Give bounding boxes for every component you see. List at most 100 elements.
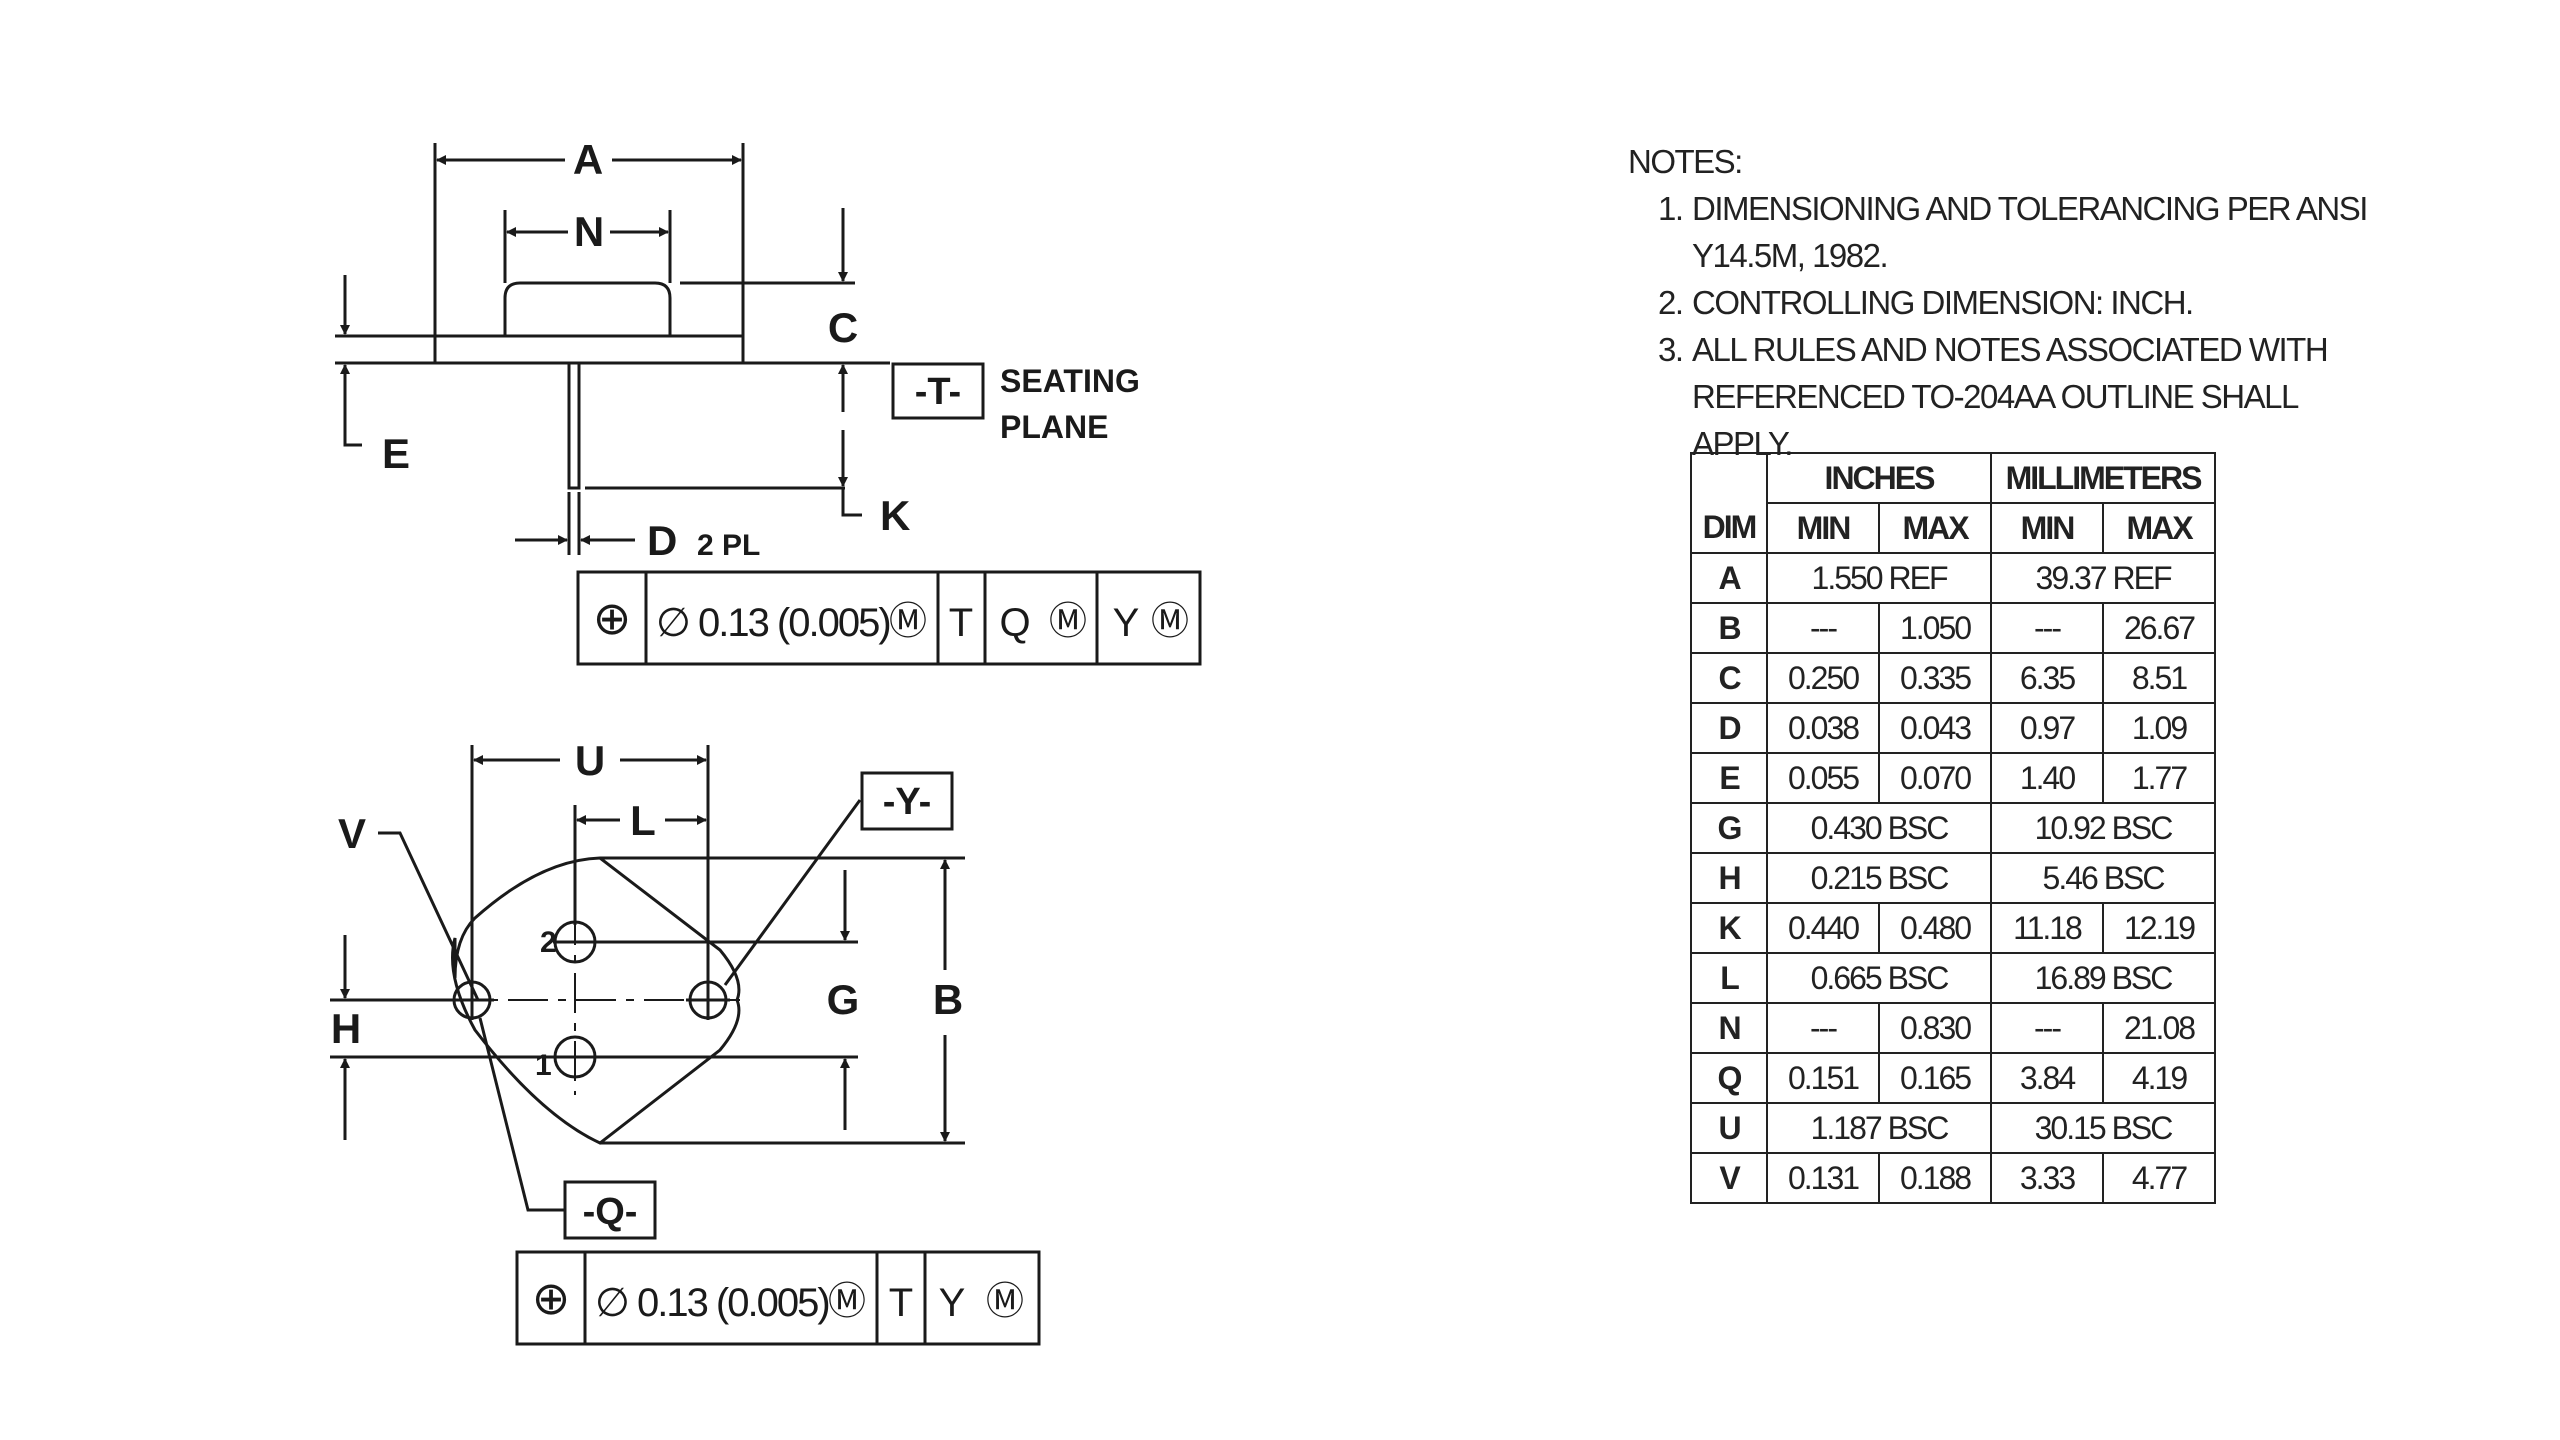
table-cell: 11.18 [1990,902,2104,954]
table-cell: V [1690,1152,1768,1204]
table-cell: 1.187 BSC [1766,1102,1992,1154]
table-cell: L [1690,952,1768,1004]
seating-label: SEATING [1000,363,1140,399]
mmc-modifier-icon: Ⓜ [828,1281,866,1323]
position-symbol-icon: ⊕ [593,592,632,644]
pin-outline [567,361,581,490]
datum-t-box [891,362,985,420]
label-k: K [880,492,910,539]
header-dim: DIM [1690,503,1768,554]
note-text: DIMENSIONING AND TOLERANCING PER ANSI [1692,190,2368,227]
table-cell: 4.77 [2102,1152,2216,1204]
datum-ref-q: Q [999,601,1030,645]
tolerance-frame-top: ⊕ ∅ 0.13 (0.005) Ⓜ T Y Ⓜ [515,1250,1041,1346]
table-cell: H [1690,852,1768,904]
mmc-modifier-icon: Ⓜ [986,1281,1024,1323]
tolerance-value: ∅ 0.13 (0.005) [656,601,890,645]
table-cell: 26.67 [2102,602,2216,654]
notes-block: NOTES: 1.DIMENSIONING AND TOLERANCING PE… [1628,138,2388,467]
datum-ref-y: Y [939,1281,966,1325]
table-cell: 0.165 [1878,1052,1992,1104]
table-cell: 30.15 BSC [1990,1102,2216,1154]
header-millimeters: MILLIMETERS [1990,452,2216,504]
table-cell: A [1690,552,1768,604]
table-cell: 10.92 BSC [1990,802,2216,854]
dimension-table: INCHES MILLIMETERS DIM MIN MAX MIN MAX A… [1690,452,2216,1204]
mmc-modifier-icon: Ⓜ [889,601,927,643]
table-cell: N [1690,1002,1768,1054]
table-cell: 6.35 [1990,652,2104,704]
datum-y-box [860,771,954,831]
table-cell: 0.188 [1878,1152,1992,1204]
table-cell: 0.440 [1766,902,1880,954]
table-cell: 0.151 [1766,1052,1880,1104]
mmc-modifier-icon: Ⓜ [1049,601,1087,643]
table-cell: 0.335 [1878,652,1992,704]
label-c: C [828,304,858,351]
pin-1-label: 1 [535,1049,552,1082]
label-n: N [574,208,604,255]
datum-ref-t: T [889,1281,913,1325]
table-cell: 0.131 [1766,1152,1880,1204]
package-drawing: A N C K E D 2 PL -T- SEATING PLANE [330,136,1202,1346]
table-cell: 1.77 [2102,752,2216,804]
table-cell: 16.89 BSC [1990,952,2216,1004]
table-cell: 1.40 [1990,752,2104,804]
table-cell: B [1690,602,1768,654]
table-cell: 0.215 BSC [1766,852,1992,904]
label-l: L [630,797,656,844]
pin-2-label: 2 [540,926,557,959]
table-cell: 0.665 BSC [1766,952,1992,1004]
table-cell: U [1690,1102,1768,1154]
table-row: B---1.050---26.67 [1690,602,2216,654]
note-1: 1.DIMENSIONING AND TOLERANCING PER ANSI … [1628,185,2388,279]
table-cell: 0.480 [1878,902,1992,954]
cap-outline [503,281,672,336]
table-cell: C [1690,652,1768,704]
table-cell: D [1690,702,1768,754]
datum-q-box [563,1180,657,1240]
header-max: MAX [1878,502,1992,554]
dimension-e [340,275,362,447]
header-min: MIN [1766,502,1880,554]
label-a: A [573,136,603,183]
table-cell: 8.51 [2102,652,2216,704]
table-cell: 1.050 [1878,602,1992,654]
table-cell: --- [1766,602,1880,654]
table-cell: 3.84 [1990,1052,2104,1104]
position-symbol-icon: ⊕ [532,1272,571,1324]
table-cell: 0.250 [1766,652,1880,704]
table-cell: 0.043 [1878,702,1992,754]
table-cell: 5.46 BSC [1990,852,2216,904]
table-header-row: INCHES MILLIMETERS [1690,452,2216,504]
note-text: ALL RULES AND NOTES ASSOCIATED WITH [1692,331,2329,368]
table-cell: 1.09 [2102,702,2216,754]
label-b: B [933,976,963,1023]
header-min: MIN [1990,502,2104,554]
datum-ref-y: Y [1113,601,1140,645]
label-v: V [338,810,366,857]
notes-heading: NOTES: [1628,143,1743,180]
table-cell: E [1690,752,1768,804]
note-2: 2.CONTROLLING DIMENSION: INCH. [1628,279,2388,326]
dimension-k [838,364,862,517]
note-3: 3.ALL RULES AND NOTES ASSOCIATED WITH RE… [1628,326,2388,467]
table-cell: G [1690,802,1768,854]
table-cell: 1.550 REF [1766,552,1992,604]
note-text: Y14.5M, 1982. [1692,237,1889,274]
table-cell: 0.038 [1766,702,1880,754]
plane-label: PLANE [1000,409,1108,445]
datum-q-label: -Q- [583,1191,638,1233]
label-e: E [382,430,410,477]
note-text: CONTROLLING DIMENSION: INCH. [1692,284,2194,321]
table-cell: 0.430 BSC [1766,802,1992,854]
